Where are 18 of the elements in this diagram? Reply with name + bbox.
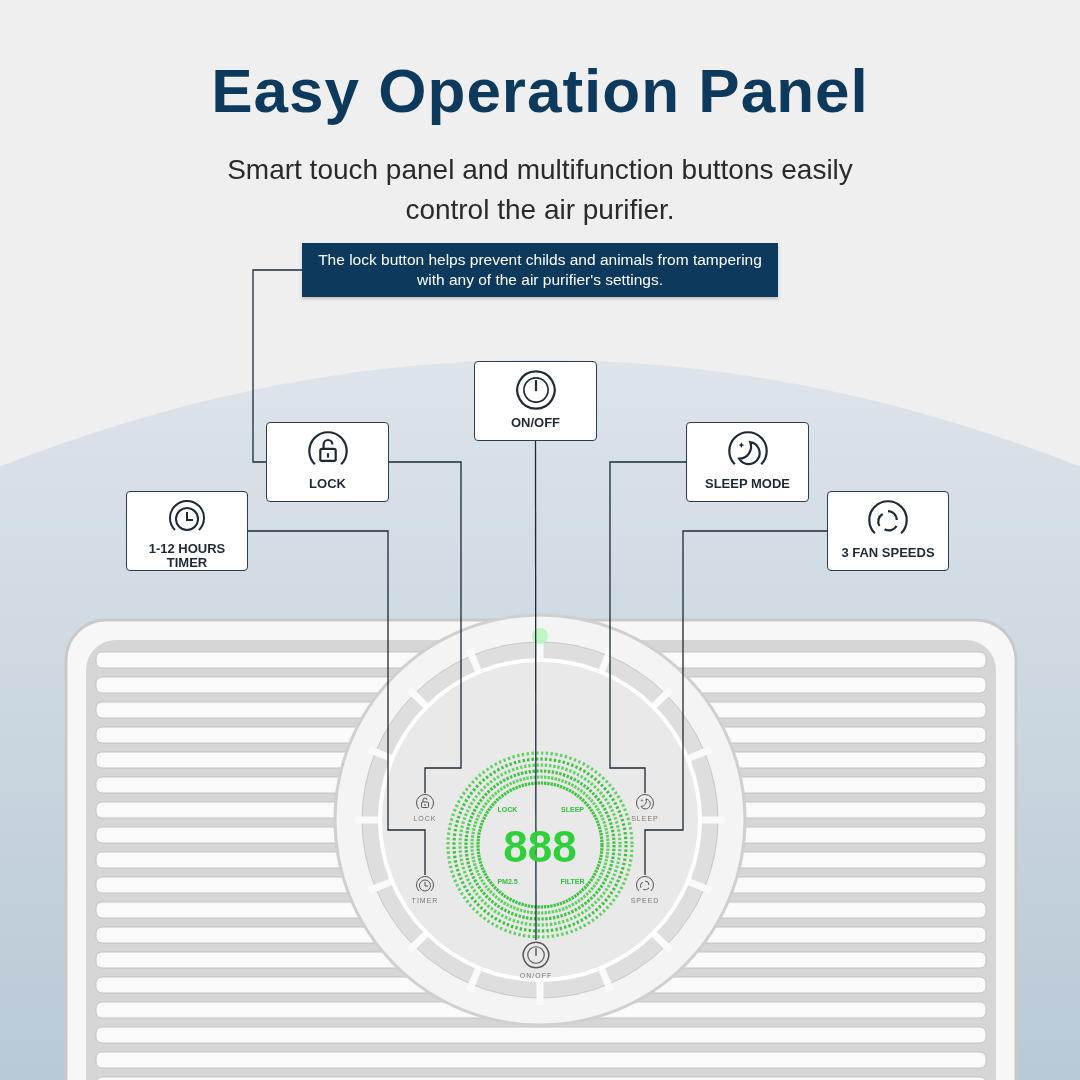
callout-box	[126, 491, 248, 571]
callout-box	[686, 422, 809, 502]
callout-box	[266, 422, 389, 502]
callout-box	[827, 491, 949, 571]
leader-line	[609, 461, 687, 794]
leader-line	[252, 269, 303, 463]
leader-line	[644, 530, 828, 876]
callout-box	[474, 361, 597, 441]
callout-label: LOCK	[309, 477, 346, 491]
leader-line	[247, 530, 426, 876]
callout-label: 1-12 HOURS TIMER	[147, 542, 227, 570]
title: Easy Operation Panel	[210, 55, 870, 126]
note-box: The lock button helps prevent childs and animals from tampering with any of the air purifier's settings.	[302, 243, 778, 297]
callout-label: SLEEP MODE	[705, 477, 790, 491]
callout-label: ON/OFF	[510, 416, 561, 430]
subtitle: Smart touch panel and multifunction buttons easily control the air purifier.	[226, 153, 854, 227]
callout-label: 3 FAN SPEEDS	[841, 546, 935, 560]
leader-line	[388, 461, 462, 794]
